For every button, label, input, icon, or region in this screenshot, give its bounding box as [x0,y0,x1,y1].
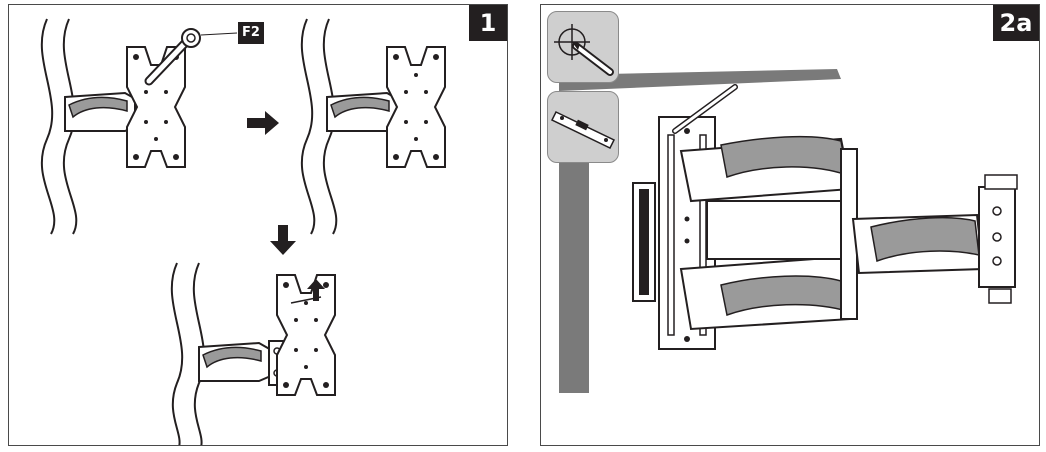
arrow-up-icon [290,279,325,304]
step-number-badge: 1 [469,5,507,41]
panel-step-1: 1 F2 [8,4,508,446]
arrow-down-icon [270,225,296,255]
step-2a-illustration [559,69,1018,393]
part-callout-f2: F2 [238,22,264,44]
panel-step-2a: 2a [540,4,1040,446]
step-number-badge: 2a [993,5,1039,41]
inset-pencil-mark [547,11,619,83]
inset-spirit-level [547,91,619,163]
pencil-icon [554,24,614,76]
step-1-illustration [40,18,446,445]
spirit-level-icon [550,111,616,149]
wrench-icon [144,28,238,86]
arrow-right-icon [247,111,279,135]
